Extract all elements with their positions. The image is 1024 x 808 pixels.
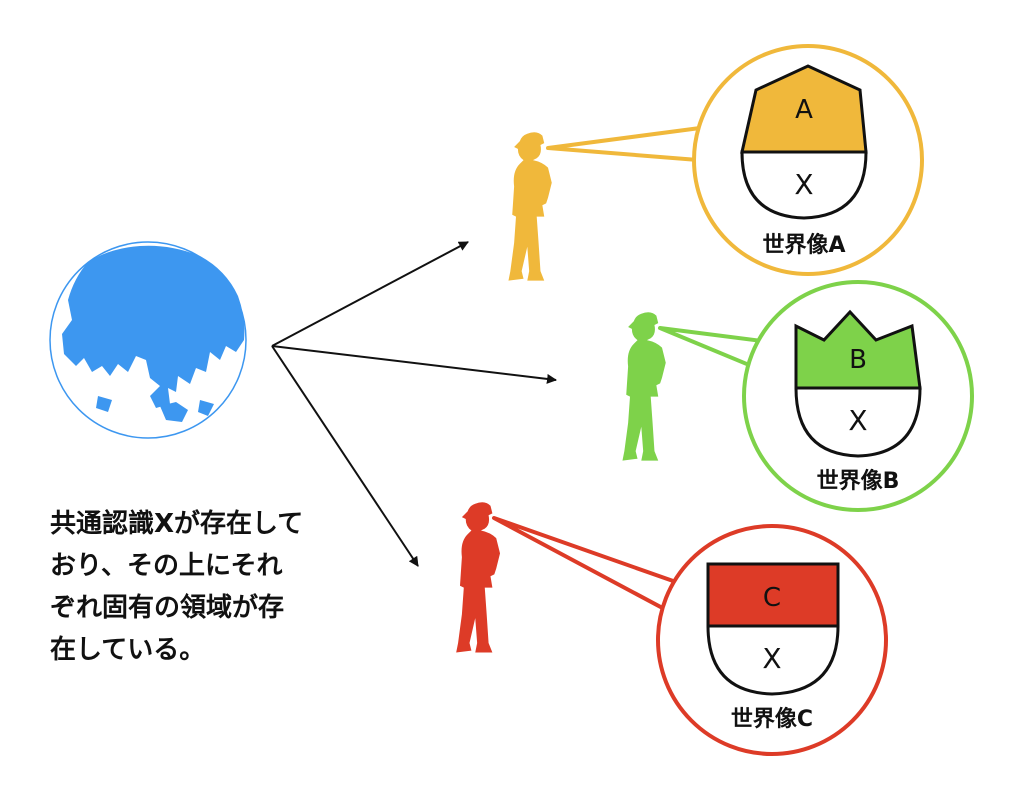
worker-silhouette-c — [456, 502, 501, 653]
shared-label-b: X — [848, 404, 867, 437]
arrow-to-c — [271, 345, 419, 567]
speech-tail-c — [492, 516, 678, 614]
worker-c: C X 世界像C — [456, 502, 888, 756]
arrows — [271, 241, 557, 567]
description-text: 共通認識Xが存在して おり、その上にそれ ぞれ固有の領域が存 在している。 — [50, 503, 350, 671]
shared-label-c: X — [762, 642, 781, 675]
globe-landmass — [62, 245, 245, 408]
description-line-3: ぞれ固有の領域が存 — [50, 593, 285, 623]
shield-bottom-a — [740, 150, 868, 220]
arrow-to-b — [271, 345, 557, 384]
description-line-2: おり、その上にそれ — [50, 551, 283, 581]
arrow-to-a — [271, 241, 469, 347]
earth-globe — [49, 241, 247, 439]
worker-silhouette-a — [508, 132, 552, 281]
world-label-a: A — [795, 95, 813, 125]
world-caption-a: 世界像A — [762, 232, 845, 258]
worker-b: B X 世界像B — [622, 280, 974, 512]
shield-bottom-b — [794, 386, 922, 458]
globe-landmass-south — [96, 396, 214, 422]
shield-bottom-c — [706, 624, 840, 696]
description-line-1: 共通認識Xが存在して — [50, 509, 304, 539]
shield-top-b — [794, 309, 922, 390]
world-label-b: B — [849, 345, 867, 375]
description-line-4: 在している。 — [50, 635, 206, 665]
world-caption-c: 世界像C — [731, 706, 813, 732]
worker-silhouette-b — [622, 312, 666, 461]
world-label-c: C — [763, 583, 781, 613]
speech-tail-a — [546, 126, 702, 162]
shared-label-a: X — [794, 168, 813, 201]
worker-a: A X 世界像A — [508, 44, 924, 281]
world-caption-b: 世界像B — [817, 468, 900, 494]
